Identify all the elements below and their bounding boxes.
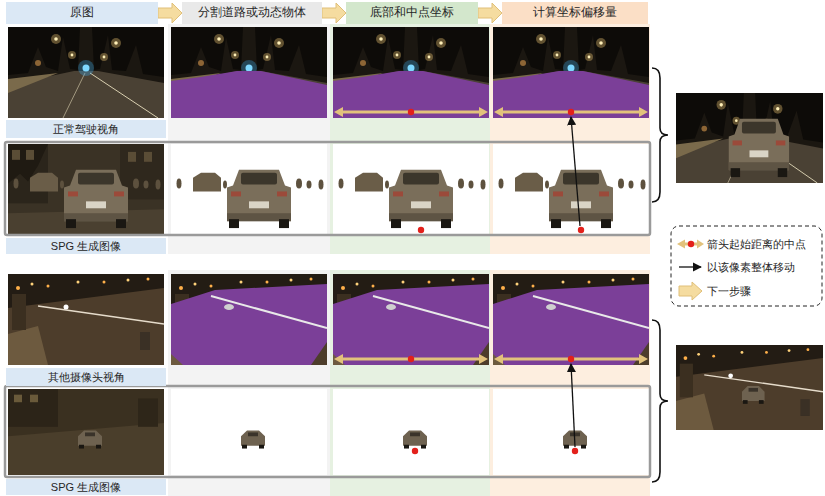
span-arrow bbox=[494, 354, 648, 364]
step-arrow bbox=[158, 3, 182, 23]
row-label-text: 正常驾驶视角 bbox=[53, 123, 119, 136]
photo bbox=[333, 274, 489, 365]
row-label: 其他摄像头视角 bbox=[6, 368, 166, 386]
legend-sample bbox=[679, 266, 701, 267]
result-image bbox=[676, 93, 823, 183]
car bbox=[403, 431, 427, 449]
mid-point bbox=[408, 356, 414, 362]
bottom-point bbox=[412, 448, 418, 454]
column-tints bbox=[168, 24, 650, 496]
legend-box bbox=[671, 226, 822, 306]
legend-text: 以该像素整体移动 bbox=[707, 260, 795, 275]
photo bbox=[171, 274, 327, 365]
legend-entry: 下一步骤 bbox=[707, 283, 751, 299]
group-frame bbox=[5, 142, 650, 235]
brace bbox=[652, 68, 668, 202]
spg-row bbox=[5, 142, 650, 235]
step-header-text: 底部和中点坐标 bbox=[370, 6, 454, 20]
road-mask bbox=[171, 284, 327, 365]
road-mask bbox=[333, 71, 489, 118]
legend-text: 下一步骤 bbox=[707, 284, 751, 299]
photo bbox=[171, 27, 327, 118]
car bbox=[227, 170, 291, 228]
step-header: 分割道路或动态物体 bbox=[182, 2, 322, 24]
car bbox=[78, 431, 102, 449]
span-arrow bbox=[494, 107, 648, 117]
road-mask bbox=[333, 284, 489, 365]
normal-view-row bbox=[8, 27, 649, 118]
legend-sample bbox=[679, 282, 702, 300]
shift-arrow bbox=[571, 117, 580, 226]
brace bbox=[652, 320, 668, 482]
span-arrow bbox=[334, 107, 488, 117]
car bbox=[64, 170, 128, 228]
bottom-point bbox=[418, 227, 424, 233]
group-frame bbox=[5, 386, 650, 477]
car bbox=[241, 431, 265, 449]
span-arrow bbox=[334, 354, 488, 364]
car bbox=[549, 170, 613, 228]
legend-text: 箭头起始距离的中点 bbox=[707, 237, 806, 252]
step-header: 计算坐标偏移量 bbox=[502, 2, 648, 24]
photo bbox=[493, 27, 649, 118]
step-arrow bbox=[478, 3, 502, 23]
bottom-point bbox=[572, 448, 578, 454]
bottom-point bbox=[578, 227, 584, 233]
step-header: 原图 bbox=[6, 2, 158, 24]
mid-point bbox=[568, 356, 574, 362]
spg-row bbox=[5, 386, 650, 477]
row-label-text: 其他摄像头视角 bbox=[48, 371, 125, 384]
road-mask bbox=[171, 71, 327, 118]
result-image bbox=[676, 345, 823, 430]
row-label: 正常驾驶视角 bbox=[6, 120, 166, 138]
photo bbox=[8, 144, 164, 234]
legend-sample bbox=[677, 240, 704, 249]
step-header-text: 分割道路或动态物体 bbox=[198, 6, 306, 20]
step-header-text: 计算坐标偏移量 bbox=[533, 6, 617, 20]
row-label: SPG 生成图像 bbox=[6, 479, 166, 495]
car bbox=[389, 170, 453, 228]
photo bbox=[8, 27, 164, 118]
photo bbox=[8, 274, 164, 365]
row-label: SPG 生成图像 bbox=[6, 238, 166, 254]
photo bbox=[333, 27, 489, 118]
legend-entry: 箭头起始距离的中点 bbox=[707, 236, 806, 252]
shift-arrow bbox=[571, 364, 575, 447]
mid-point bbox=[568, 109, 574, 115]
step-header-text: 原图 bbox=[70, 6, 94, 20]
row-label-text: SPG 生成图像 bbox=[51, 481, 121, 494]
other-view-row bbox=[8, 274, 649, 365]
photo bbox=[8, 389, 164, 475]
step-arrow bbox=[322, 3, 346, 23]
mid-point bbox=[408, 109, 414, 115]
road-mask bbox=[493, 284, 649, 365]
photo bbox=[493, 274, 649, 365]
road-mask bbox=[493, 71, 649, 118]
row-label-text: SPG 生成图像 bbox=[51, 240, 121, 253]
step-header: 底部和中点坐标 bbox=[346, 2, 478, 24]
legend-entry: 以该像素整体移动 bbox=[707, 259, 795, 275]
